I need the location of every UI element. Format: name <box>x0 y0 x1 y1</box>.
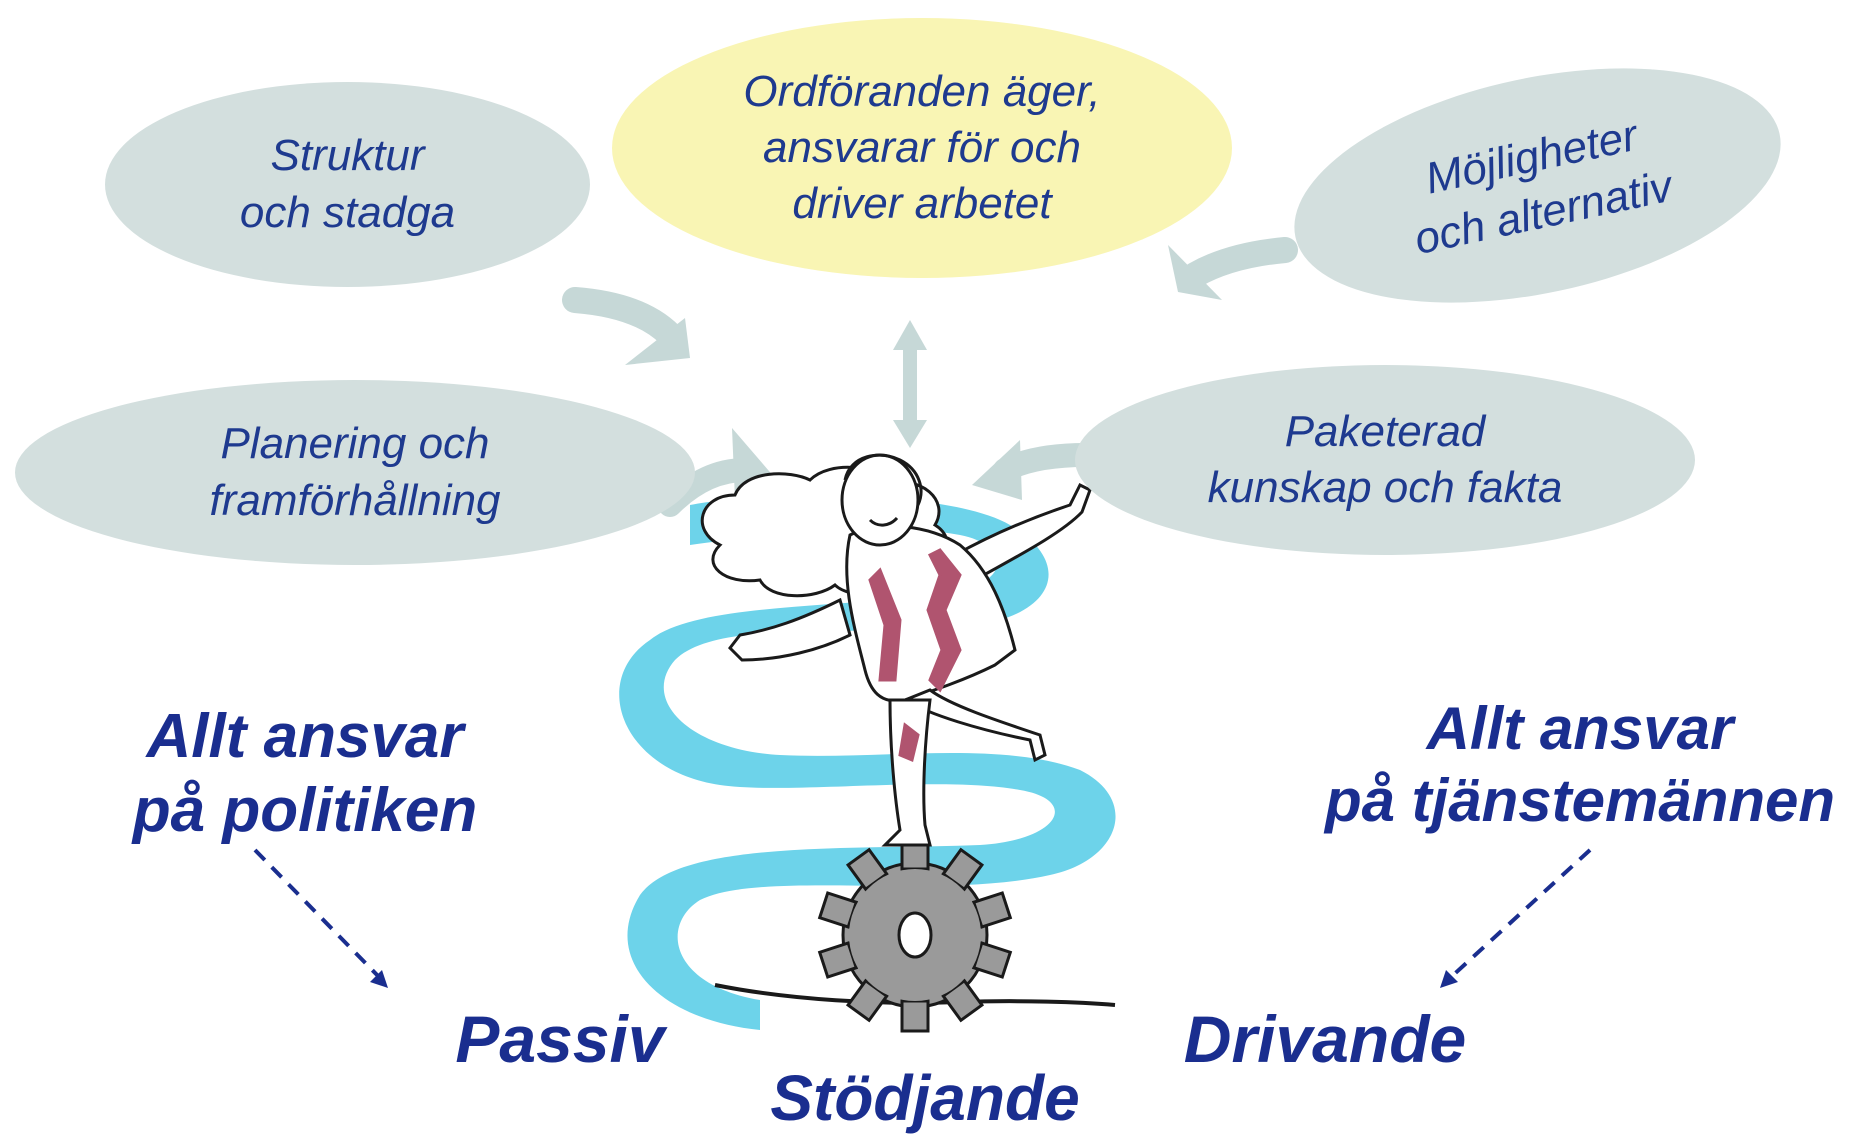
dashed-arrow-icon <box>1448 848 1592 980</box>
label-passive: Passiv <box>455 1002 665 1076</box>
arrowhead-icon <box>972 440 1022 500</box>
wave-shape <box>619 495 1116 1030</box>
arrowhead-icon <box>1440 970 1458 988</box>
label-all-responsibility-politics: Allt ansvar på politiken <box>132 702 478 846</box>
bubble-planning: Planering och framförhållning <box>15 380 695 565</box>
arrowhead-icon <box>1168 245 1222 300</box>
bubble-structure: Struktur och stadga <box>105 82 590 287</box>
balancing-man-illustration <box>728 453 1092 847</box>
gear-icon <box>817 837 1013 1033</box>
label-supportive: Stödjande <box>770 1062 1080 1134</box>
arrowhead-down-icon <box>893 420 927 448</box>
label-driving: Drivande <box>1183 1002 1467 1076</box>
bubble-chair-owns: Ordföranden äger, ansvarar för och drive… <box>612 18 1232 278</box>
arrowhead-up-icon <box>893 320 927 350</box>
label-all-responsibility-officials: Allt ansvar på tjänstemännen <box>1324 695 1836 834</box>
bubble-packaged-knowledge: Paketerad kunskap och fakta <box>1075 365 1695 555</box>
curved-arrow-icon <box>562 287 683 348</box>
arrowhead-icon <box>370 970 388 988</box>
arrowhead-icon <box>625 318 690 365</box>
dashed-arrow-icon <box>253 848 382 980</box>
curved-arrow-icon <box>1182 237 1298 288</box>
